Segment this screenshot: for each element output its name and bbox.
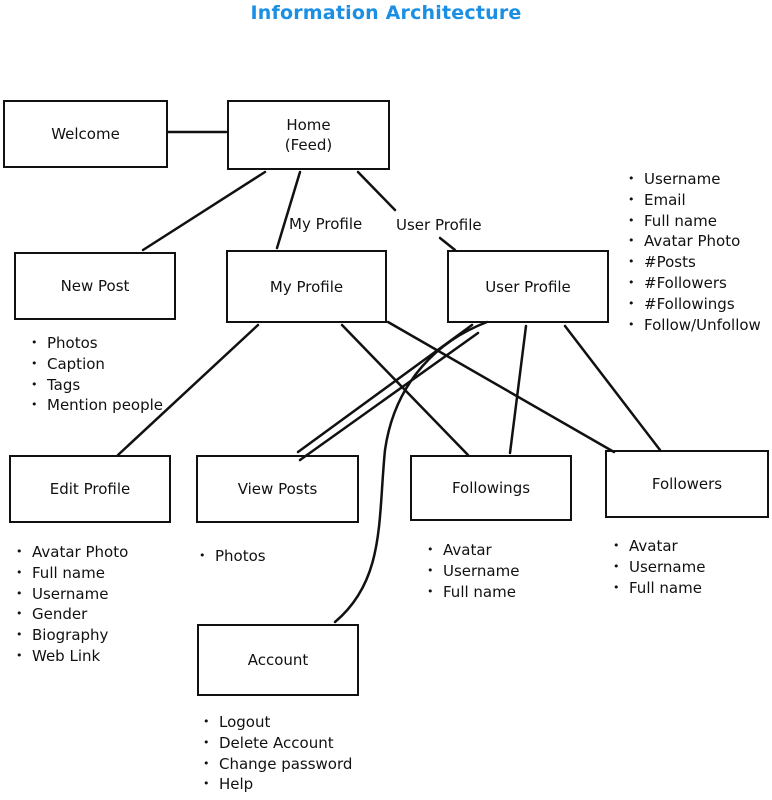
list-item: Logout (203, 712, 352, 733)
node-new-post-label: New Post (60, 277, 130, 295)
list-account: LogoutDelete AccountChange passwordHelp (203, 712, 352, 795)
node-user-profile-label: User Profile (485, 277, 571, 296)
list-new-post: PhotosCaptionTagsMention people (31, 333, 163, 416)
edge-label-user-profile: User Profile (396, 216, 482, 234)
node-user-profile: User Profile (447, 250, 609, 323)
list-item: Full name (628, 211, 761, 232)
list-item: Mention people (31, 395, 163, 416)
list-item: Avatar (427, 540, 519, 561)
list-item: Username (613, 557, 705, 578)
node-view-posts-label: View Posts (237, 480, 318, 498)
edge-myprofile-editprofile (116, 323, 260, 457)
node-edit-profile-label: Edit Profile (49, 480, 131, 498)
node-my-profile-label: My Profile (269, 277, 344, 296)
node-my-profile: My Profile (226, 250, 387, 323)
list-item: Username (628, 169, 761, 190)
list-item: Full name (427, 582, 519, 603)
edge-home-newpost (141, 170, 267, 252)
list-item: Web Link (16, 646, 128, 667)
list-followings: AvatarUsernameFull name (427, 540, 519, 602)
node-followers: Followers (605, 450, 769, 518)
list-item: Caption (31, 354, 163, 375)
node-edit-profile: Edit Profile (9, 455, 171, 523)
list-followers: AvatarUsernameFull name (613, 536, 705, 598)
list-item: Avatar Photo (16, 542, 128, 563)
node-account-label: Account (247, 651, 309, 669)
node-home: Home (Feed) (227, 100, 390, 170)
list-user-profile: UsernameEmailFull nameAvatar Photo#Posts… (628, 169, 761, 335)
node-followings-label: Followings (451, 479, 531, 497)
list-item: Avatar Photo (628, 231, 761, 252)
list-item: Username (16, 584, 128, 605)
edge-home-myprofile (275, 170, 302, 250)
list-edit-profile: Avatar PhotoFull nameUsernameGenderBiogr… (16, 542, 128, 667)
edge-label-my-profile: My Profile (289, 215, 363, 233)
list-item: Full name (613, 578, 705, 599)
list-view-posts: Photos (199, 546, 266, 567)
edge-myprofile-followers (386, 320, 616, 454)
edge-home-userprofile-tail (438, 236, 457, 252)
edge-userprofile-followings (508, 324, 528, 455)
list-item: Change password (203, 754, 352, 775)
edge-userprofile-followers (563, 324, 662, 452)
list-item: Photos (199, 546, 266, 567)
list-item: #Followers (628, 273, 761, 294)
list-item: Biography (16, 625, 128, 646)
node-followings: Followings (410, 455, 572, 521)
node-home-sublabel: (Feed) (284, 136, 333, 154)
list-item: Follow/Unfollow (628, 315, 761, 336)
list-item: Photos (31, 333, 163, 354)
node-view-posts: View Posts (196, 455, 359, 523)
list-item: Help (203, 774, 352, 795)
diagram-title: Information Architecture (250, 2, 522, 24)
node-welcome: Welcome (3, 100, 168, 168)
edge-userprofile-account (333, 320, 489, 624)
list-item: #Followings (628, 294, 761, 315)
node-account: Account (197, 624, 359, 696)
list-item: Delete Account (203, 733, 352, 754)
list-item: Tags (31, 375, 163, 396)
edge-userprofile-viewposts-b (298, 331, 480, 462)
list-item: Email (628, 190, 761, 211)
list-item: #Posts (628, 252, 761, 273)
list-item: Username (427, 561, 519, 582)
list-item: Full name (16, 563, 128, 584)
edge-home-userprofile (356, 170, 397, 212)
node-followers-label: Followers (651, 475, 723, 493)
list-item: Gender (16, 604, 128, 625)
list-item: Avatar (613, 536, 705, 557)
node-home-label: Home (286, 116, 331, 134)
node-welcome-label: Welcome (51, 125, 120, 143)
node-new-post: New Post (14, 252, 176, 320)
